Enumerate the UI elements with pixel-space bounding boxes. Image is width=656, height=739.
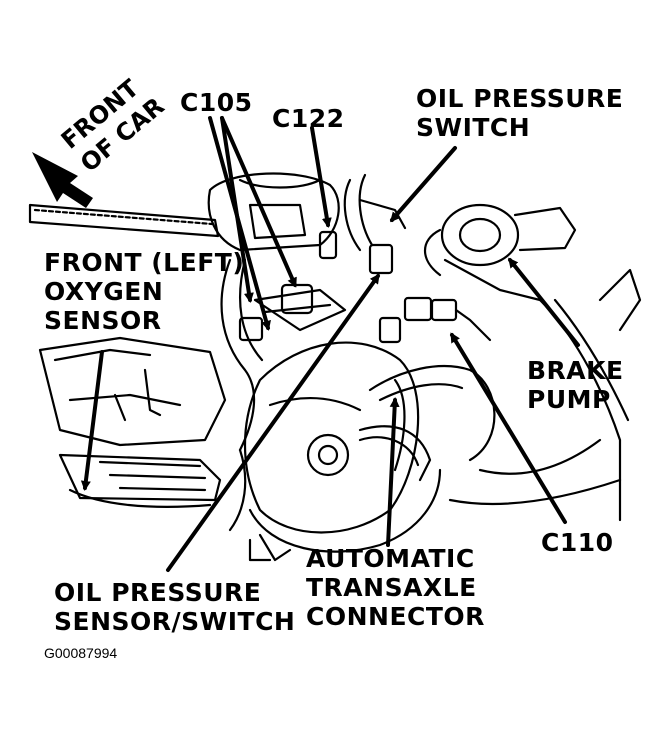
label-automatic-transaxle-connector: AUTOMATIC TRANSAXLE CONNECTOR bbox=[306, 544, 485, 631]
transaxle-line3: CONNECTOR bbox=[306, 602, 485, 631]
arrow-transaxle bbox=[386, 397, 400, 547]
arrow-c110 bbox=[450, 332, 567, 524]
label-c105: C105 bbox=[180, 88, 253, 117]
arrow-oxygen-sensor bbox=[80, 350, 104, 491]
brake-pump-line1: BRAKE bbox=[527, 356, 624, 385]
arrow-oil-pressure-sensor bbox=[166, 273, 380, 572]
arrow-c105-b bbox=[220, 116, 297, 288]
front-of-car-label: FRONT OF CAR bbox=[56, 74, 170, 178]
label-oil-pressure-sensor-switch: OIL PRESSURE SENSOR/SWITCH bbox=[54, 578, 295, 636]
oil-sensor-line1: OIL PRESSURE bbox=[54, 578, 262, 607]
label-c110: C110 bbox=[541, 528, 614, 557]
oil-pressure-switch-line2: SWITCH bbox=[416, 113, 531, 142]
oil-pressure-switch-line1: OIL PRESSURE bbox=[416, 84, 624, 113]
front-of-car-arrow bbox=[32, 152, 93, 208]
oxygen-sensor-line1: FRONT (LEFT) bbox=[44, 248, 245, 277]
arrow-c122 bbox=[310, 126, 332, 228]
oil-sensor-line2: SENSOR/SWITCH bbox=[54, 607, 296, 636]
transaxle-line1: AUTOMATIC bbox=[306, 544, 475, 573]
label-front-left-oxygen-sensor: FRONT (LEFT) OXYGEN SENSOR bbox=[44, 248, 244, 335]
label-c122: C122 bbox=[272, 104, 345, 133]
transaxle-line2: TRANSAXLE bbox=[306, 573, 477, 602]
label-oil-pressure-switch: OIL PRESSURE SWITCH bbox=[416, 84, 623, 142]
leader-arrows bbox=[80, 116, 580, 572]
oxygen-sensor-line3: SENSOR bbox=[44, 306, 162, 335]
arrow-c105-c bbox=[208, 116, 271, 331]
arrow-oil-pressure-switch bbox=[390, 146, 457, 223]
brake-pump-line2: PUMP bbox=[527, 385, 611, 414]
figure-id: G00087994 bbox=[44, 645, 118, 661]
arrow-brake-pump bbox=[508, 257, 580, 347]
oxygen-sensor-line2: OXYGEN bbox=[44, 277, 164, 306]
label-brake-pump: BRAKE PUMP bbox=[527, 356, 624, 414]
